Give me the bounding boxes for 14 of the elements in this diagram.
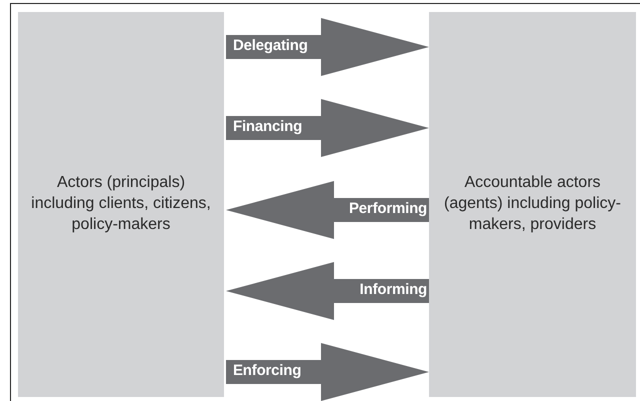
actor-panel [18,12,224,397]
block-arrow [226,18,429,76]
panel-text: Accountable actors (agents) including policy-makers, providers [443,173,622,235]
edge-label: Informing [360,281,427,299]
block-arrow [226,343,429,401]
block-arrow [226,99,429,157]
edge-label: Financing [233,118,302,136]
block-arrow [226,181,429,239]
actor-panel [429,12,636,397]
edge-label: Performing [348,200,427,218]
edge-label: Enforcing [233,362,302,380]
edge-label: Delegating [233,37,308,55]
block-arrow [226,262,429,320]
panel-text: Actors (principals) including clients, citizens, policy-makers [30,173,212,235]
